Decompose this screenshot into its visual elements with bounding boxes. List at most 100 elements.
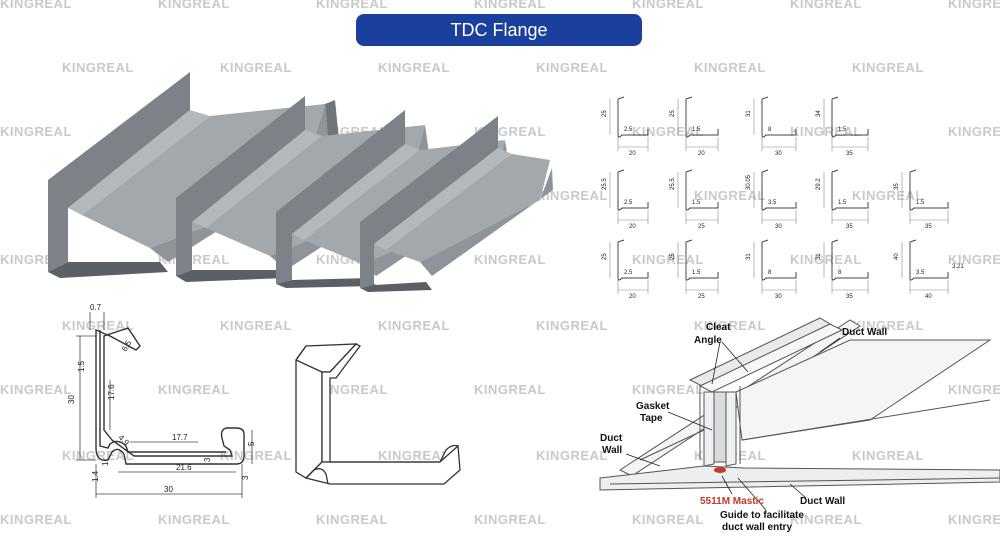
assembly-outline — [599, 317, 1000, 491]
section-height-label: 31 — [816, 253, 822, 260]
flange-piece-4 — [360, 116, 553, 292]
watermark-text: KINGREAL — [790, 512, 862, 527]
profile-dimension-0: 0.7 — [90, 303, 102, 312]
watermark-text: KINGREAL — [852, 60, 924, 75]
section-height-label: 40 — [894, 253, 900, 260]
watermark-text: KINGREAL — [536, 318, 608, 333]
watermark-text: KINGREAL — [948, 124, 1000, 139]
section-width-label: 20 — [629, 151, 636, 157]
label-duct-wall-top: Duct Wall — [842, 327, 887, 338]
watermark-text: KINGREAL — [0, 0, 72, 11]
section-height-label: 35 — [894, 183, 900, 190]
section-dimension-lines — [609, 99, 649, 151]
label-guide-2: duct wall entry — [722, 522, 792, 533]
profile-dimension-6: 17.7 — [172, 433, 188, 442]
section-dimension-lines — [609, 242, 649, 294]
section-width-label: 35 — [846, 151, 853, 157]
watermark-text: KINGREAL — [694, 318, 766, 333]
section-profile — [909, 169, 949, 211]
watermark-text: KINGREAL — [378, 448, 450, 463]
section-width-label: 30 — [775, 224, 782, 230]
section-dimension-lines — [823, 242, 869, 294]
watermark-text: KINGREAL — [474, 0, 546, 11]
section-detail-label: 2.5 — [624, 127, 633, 133]
section-height-label: 25 — [670, 253, 676, 260]
section-height-label: 31 — [746, 110, 752, 117]
watermark-text: KINGREAL — [948, 512, 1000, 527]
section-detail-label: 8 — [768, 270, 772, 276]
section-profile — [831, 169, 869, 211]
watermark-text: KINGREAL — [0, 382, 72, 397]
section-dimension-lines — [753, 99, 797, 151]
section-detail-label: 2.5 — [624, 270, 633, 276]
profile-dimension-10: 1 — [101, 461, 110, 466]
section-detail-label: 8 — [768, 127, 772, 133]
label-wall-left: Wall — [602, 445, 622, 456]
profile-dimension-lines — [76, 312, 253, 498]
section-width-label: 20 — [629, 294, 636, 300]
section-dimension-lines — [609, 172, 649, 224]
section-detail-label: 1.5 — [692, 127, 701, 133]
section-width-label: 30 — [775, 294, 782, 300]
watermark-text: KINGREAL — [632, 512, 704, 527]
section-detail-label: 3.5 — [768, 200, 777, 206]
section-width-label: 20 — [698, 151, 705, 157]
section-detail-label: 1.5 — [838, 200, 847, 206]
section-width-label: 25 — [698, 224, 705, 230]
assembly-leader-lines — [625, 337, 841, 511]
section-width-label: 20 — [629, 224, 636, 230]
section-height-label: 25.5 — [602, 178, 608, 190]
watermark-text: KINGREAL — [948, 252, 1000, 267]
section-dimension-lines — [677, 242, 719, 294]
section-profile — [617, 169, 649, 211]
watermark-text: KINGREAL — [852, 448, 924, 463]
label-tape: Tape — [640, 413, 663, 424]
section-width-label: 40 — [925, 294, 932, 300]
page-title: TDC Flange — [356, 14, 642, 46]
section-cell: 35 35 1.5 — [894, 169, 949, 230]
section-height-label: 25.5 — [670, 178, 676, 190]
watermark-text: KINGREAL — [62, 318, 134, 333]
section-height-label: 30.05 — [746, 174, 752, 190]
section-width-label: 35 — [925, 224, 932, 230]
section-profile — [617, 96, 649, 138]
watermark-text: KINGREAL — [632, 382, 704, 397]
section-extra-label: 3.21 — [952, 264, 964, 270]
section-dimension-lines — [677, 172, 719, 224]
watermark-text: KINGREAL — [158, 382, 230, 397]
section-detail-label: 1.5 — [916, 200, 925, 206]
section-width-label: 35 — [846, 224, 853, 230]
watermark-text: KINGREAL — [220, 448, 292, 463]
watermark-text: KINGREAL — [948, 0, 1000, 11]
section-profile — [617, 239, 649, 281]
watermark-text: KINGREAL — [694, 188, 766, 203]
section-cell: 30.05 30 3.5 — [746, 169, 797, 230]
watermark-text: KINGREAL — [220, 318, 292, 333]
assembly-labels: Cleat Angle Duct Wall Gasket Tape Duct W… — [600, 322, 887, 533]
section-dimension-lines — [753, 172, 797, 224]
watermark-text: KINGREAL — [790, 252, 862, 267]
label-cleat: Cleat — [706, 322, 731, 333]
section-profile — [761, 169, 797, 211]
section-height-label: 25 — [670, 110, 676, 117]
section-profile — [685, 169, 719, 211]
mastic-bead — [714, 467, 726, 473]
section-dimension-lines — [901, 242, 949, 294]
watermark-text: KINGREAL — [790, 0, 862, 11]
watermark-text: KINGREAL — [852, 188, 924, 203]
profile-dimension-4: 30 — [67, 395, 76, 404]
label-gasket: Gasket — [636, 401, 670, 412]
